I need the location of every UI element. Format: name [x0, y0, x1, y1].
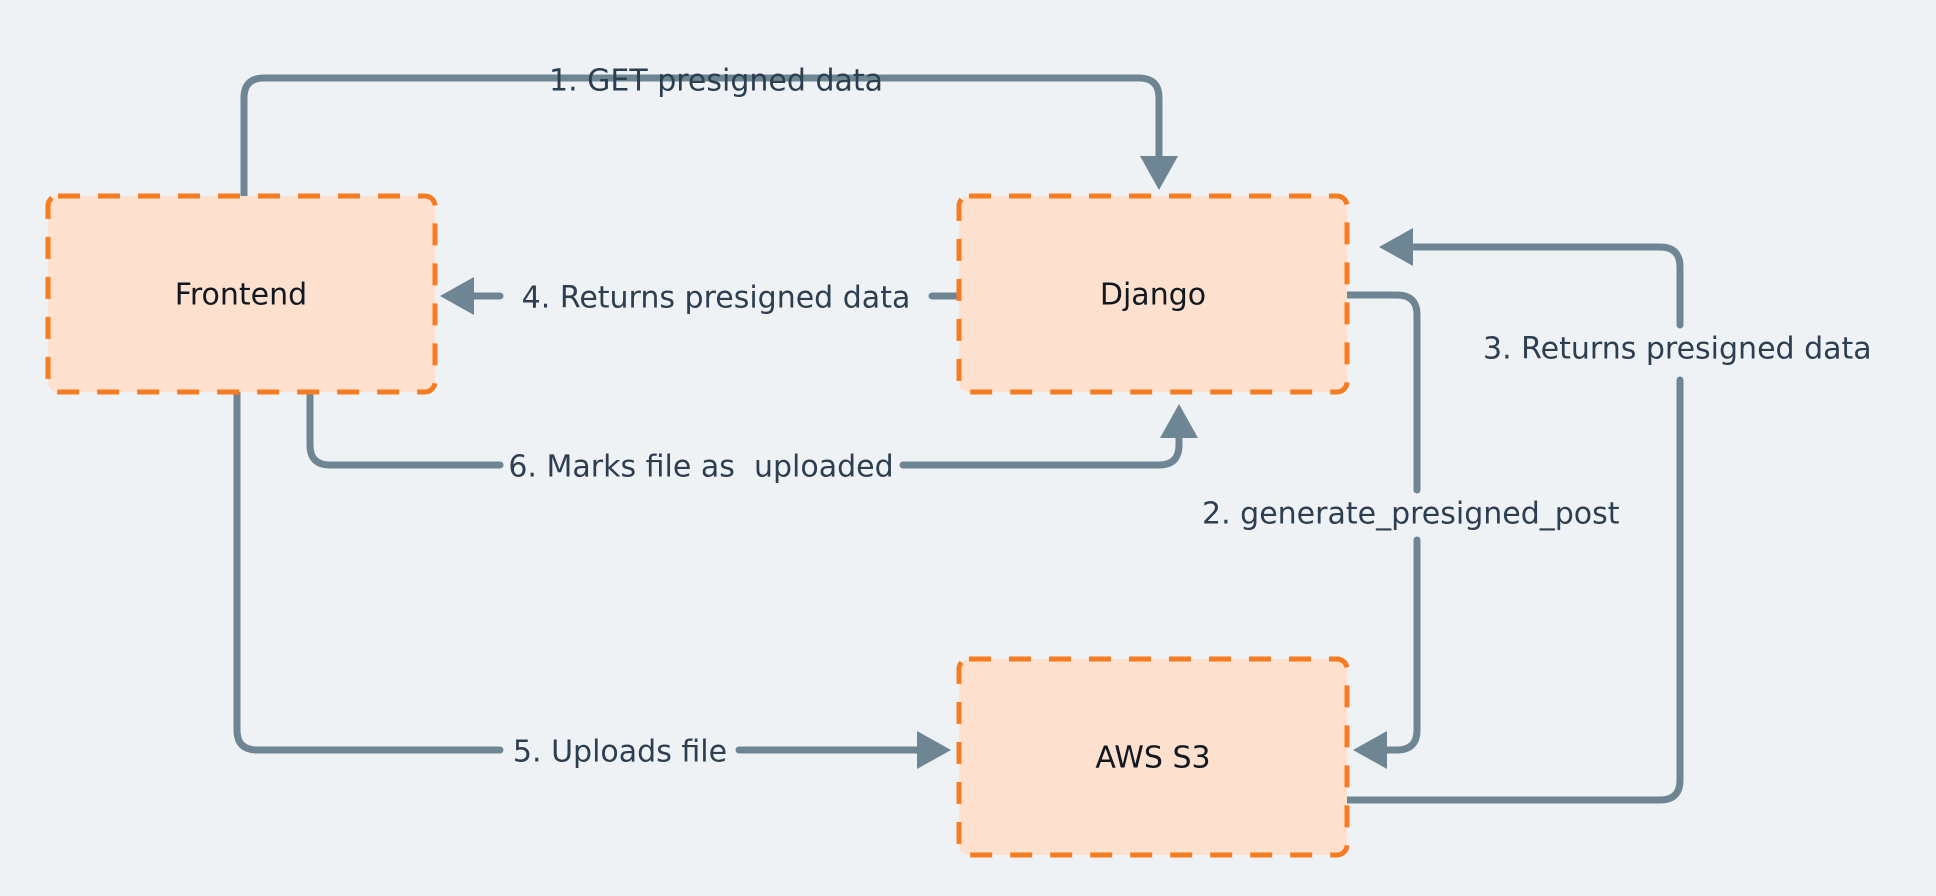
edge-4-arrowhead — [440, 277, 474, 315]
edge-3-returns-presigned-data: 3. Returns presigned data — [1343, 228, 1872, 804]
edge-2-generate-presigned-post: 2. generate_presigned_post — [1202, 291, 1620, 769]
edge-1-label: 1. GET presigned data — [549, 64, 883, 99]
edge-4-label: 4. Returns presigned data — [522, 281, 911, 316]
edge-2-arrowhead — [1353, 731, 1387, 769]
node-django[interactable]: Django — [956, 193, 1350, 395]
edge-1-get-presigned-data: 1. GET presigned data — [240, 64, 1178, 200]
edge-5-line-left — [233, 388, 504, 754]
edge-3-line-lower — [1343, 376, 1684, 804]
edge-5-arrowhead — [917, 731, 951, 769]
edge-6-line-left — [306, 388, 504, 469]
node-frontend-label: Frontend — [175, 278, 307, 313]
node-django-box[interactable] — [956, 193, 1350, 395]
node-aws-s3-box[interactable] — [956, 656, 1350, 858]
edge-2-line-lower — [1381, 536, 1421, 754]
edge-2-line-upper — [1343, 291, 1421, 494]
edge-3-arrowhead — [1379, 228, 1413, 266]
edge-5-uploads-file: 5. Uploads file — [233, 388, 951, 770]
edge-1-line — [240, 74, 1163, 200]
edge-6-line-right — [899, 432, 1183, 469]
edge-4-returns-presigned-data: 4. Returns presigned data — [440, 277, 963, 316]
node-aws-s3-label: AWS S3 — [1095, 741, 1210, 776]
edge-6-marks-file-as-uploaded: 6. Marks file as uploaded — [306, 388, 1198, 485]
node-frontend[interactable]: Frontend — [45, 193, 438, 395]
edge-3-line-upper — [1407, 243, 1684, 329]
edge-2-label: 2. generate_presigned_post — [1202, 497, 1620, 532]
edge-6-arrowhead — [1160, 404, 1198, 438]
node-aws-s3[interactable]: AWS S3 — [956, 656, 1350, 858]
edge-1-arrowhead — [1140, 156, 1178, 190]
edge-5-label: 5. Uploads file — [513, 735, 727, 770]
edge-3-label: 3. Returns presigned data — [1483, 332, 1872, 367]
node-frontend-box[interactable] — [45, 193, 438, 395]
node-django-label: Django — [1100, 278, 1206, 313]
edge-6-label: 6. Marks file as uploaded — [508, 450, 893, 485]
